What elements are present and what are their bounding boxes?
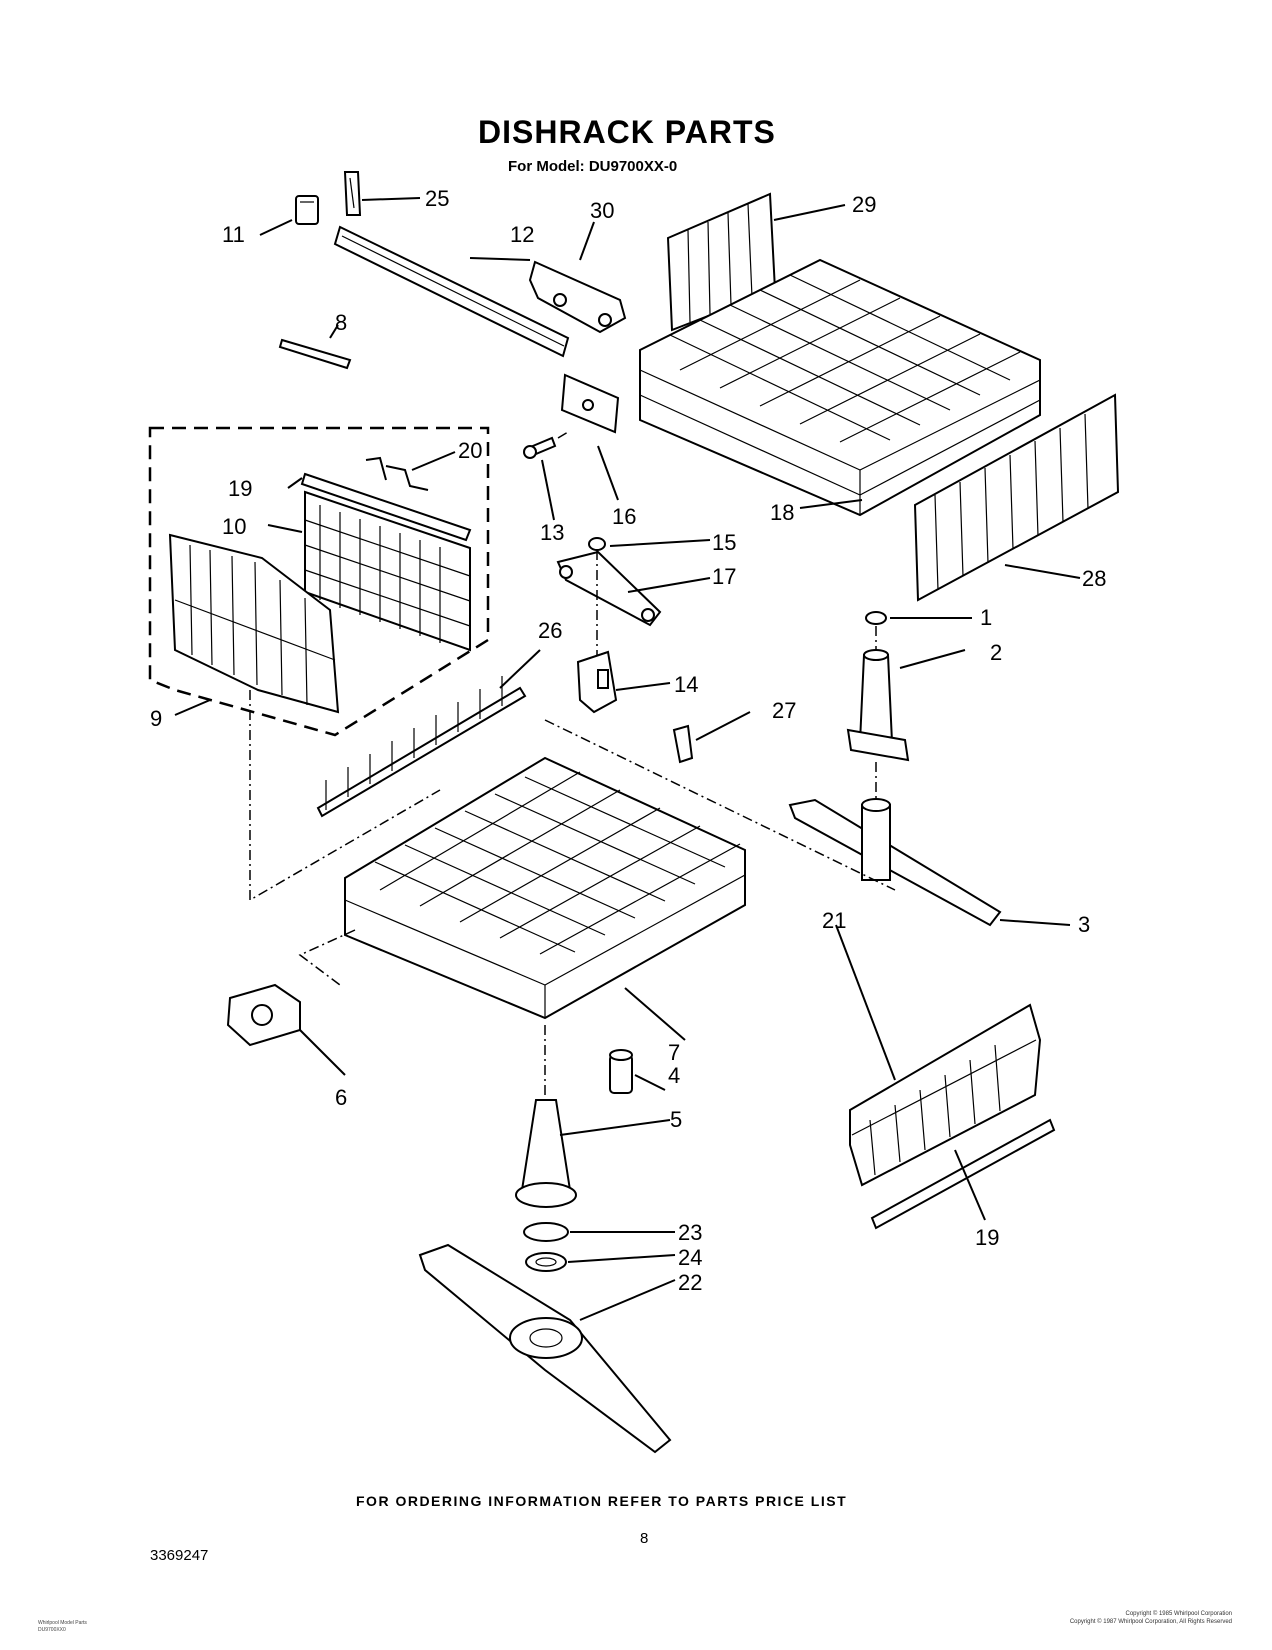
callout-1: 1	[980, 605, 992, 630]
callout-4: 4	[668, 1063, 680, 1088]
callout-30: 30	[590, 198, 614, 223]
part-17-roller-arm	[556, 550, 662, 627]
callout-6: 6	[335, 1085, 347, 1110]
callout-18: 18	[770, 500, 794, 525]
part-21-silverware-basket	[849, 1003, 1042, 1187]
callout-11: 11	[222, 222, 245, 247]
part-30-track-guide	[528, 260, 627, 334]
part-6-rack-wheel	[226, 983, 301, 1047]
part-3-upper-spray-arm	[788, 798, 1002, 927]
callout-20: 20	[458, 438, 482, 463]
callout-19-upper: 19	[228, 476, 252, 501]
part-19-strip-lower	[870, 1118, 1056, 1230]
callout-28: 28	[1082, 566, 1106, 591]
callout-7: 7	[668, 1040, 680, 1065]
page-title: DISHRACK PARTS	[478, 114, 776, 150]
part-24-seal	[525, 1252, 567, 1272]
ordering-info-note: FOR ORDERING INFORMATION REFER TO PARTS …	[356, 1493, 848, 1509]
part-19-cover-strip	[300, 472, 472, 542]
part-1-o-ring	[865, 611, 887, 625]
callout-26: 26	[538, 618, 562, 643]
callout-12: 12	[510, 222, 534, 247]
document-number: 3369247	[150, 1547, 209, 1564]
callout-5: 5	[670, 1107, 682, 1132]
leader-lines	[174, 197, 1081, 1321]
part-8-rack-stop	[278, 338, 352, 370]
callout-9: 9	[150, 706, 162, 731]
part-23-washer	[523, 1222, 569, 1242]
page-number: 8	[640, 1530, 649, 1547]
part-5-lower-spray-tube	[515, 1099, 577, 1208]
part-12-track-rail	[333, 225, 570, 358]
callout-14: 14	[674, 672, 698, 697]
copyright-line: Copyright © 1987 Whirlpool Corporation, …	[1069, 1619, 1232, 1625]
model-subtitle: For Model: DU9700XX-0	[508, 158, 678, 175]
copyright-line: Copyright © 1985 Whirlpool Corporation	[1125, 1611, 1232, 1617]
callout-3: 3	[1078, 912, 1090, 937]
copyright-notice: Copyright © 1985 Whirlpool Corporation C…	[1070, 1610, 1232, 1626]
small-print-line: Whirlpool Model Parts	[38, 1620, 87, 1626]
callout-19-lower: 19	[975, 1225, 999, 1250]
callout-25: 25	[425, 186, 449, 211]
callout-17: 17	[712, 564, 736, 589]
part-28-tine-row	[913, 393, 1120, 602]
callout-29: 29	[852, 192, 876, 217]
part-11-end-cap	[295, 195, 319, 225]
part-14-roller-bracket	[576, 650, 618, 714]
callout-8: 8	[335, 310, 347, 335]
part-7-lower-rack	[344, 756, 746, 1020]
callout-21: 21	[822, 908, 846, 933]
part-13-pin	[523, 436, 557, 459]
part-10-basket-cover	[304, 490, 471, 652]
callout-22: 22	[678, 1270, 702, 1295]
callout-24: 24	[678, 1245, 702, 1270]
part-2-spray-tube	[846, 649, 910, 762]
small-print-line: DU9700XX0	[38, 1627, 66, 1633]
small-print-left: Whirlpool Model Parts DU9700XX0	[38, 1620, 87, 1634]
part-20-wire-handle	[365, 456, 429, 491]
callout-23: 23	[678, 1220, 702, 1245]
part-18-upper-rack	[639, 258, 1041, 517]
part-4-bushing	[609, 1049, 633, 1094]
part-16-bracket	[560, 373, 620, 434]
part-22-lower-spray-arm	[418, 1243, 672, 1454]
part-27-clip	[672, 724, 694, 764]
callout-10: 10	[222, 514, 246, 539]
callout-13: 13	[540, 520, 564, 545]
part-26-tine-comb	[316, 676, 527, 818]
part-9-silverware-basket	[168, 533, 340, 714]
part-25-clip	[343, 171, 362, 216]
callout-15: 15	[712, 530, 736, 555]
part-15-washer	[588, 537, 606, 551]
callout-labels: 11 25 12 30 29 8 20 19 10 13 16 18 15 17…	[150, 186, 1106, 1295]
basket-group-outline	[148, 426, 490, 737]
callout-2: 2	[990, 640, 1002, 665]
callout-16: 16	[612, 504, 636, 529]
callout-27: 27	[772, 698, 796, 723]
